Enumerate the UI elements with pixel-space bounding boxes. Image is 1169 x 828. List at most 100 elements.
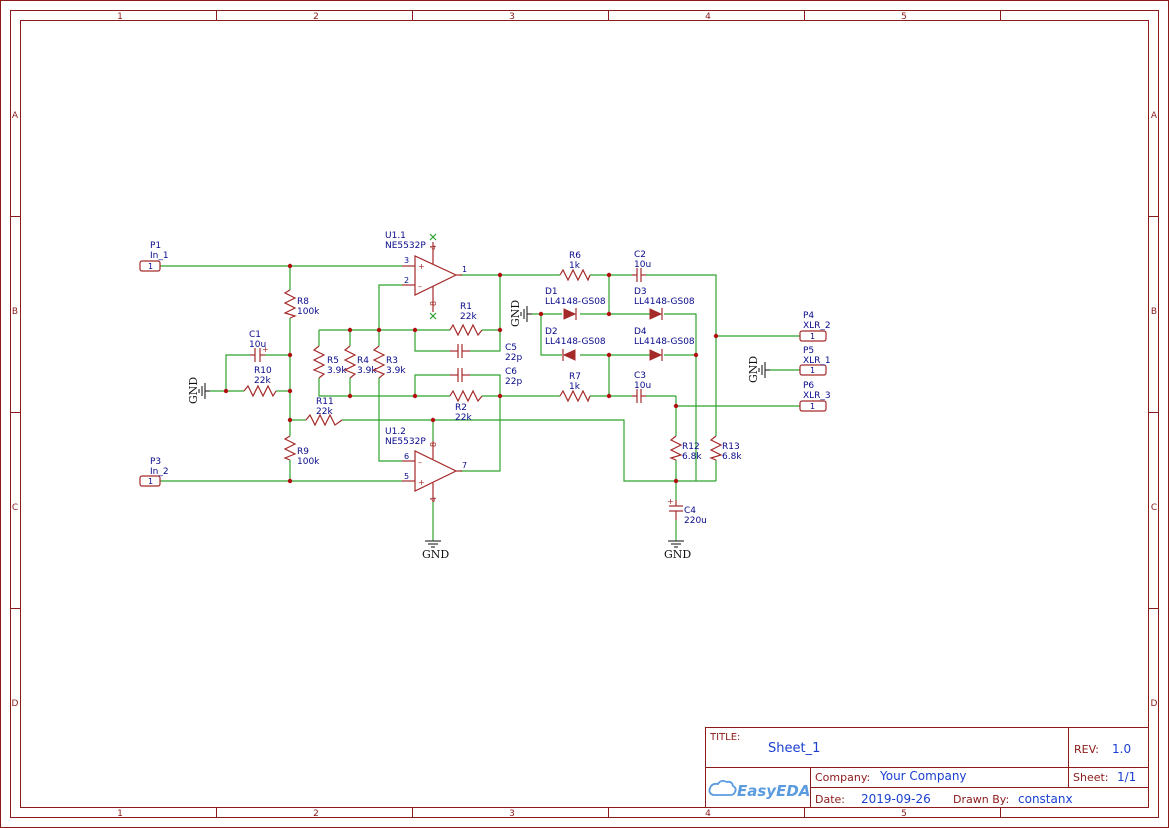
tb-rev-value: 1.0 [1112, 742, 1131, 756]
easyeda-logo-icon [708, 779, 737, 796]
resistor-r5[interactable]: R5 3.9k [312, 345, 347, 379]
tb-title-key: TITLE: [709, 732, 740, 743]
frame-row-c-right: C [1151, 503, 1157, 513]
p6-ref: P6 [803, 381, 814, 391]
opamp-u1-2[interactable]: – + 6 5 7 8 4 U1.2 NE5532P [385, 427, 467, 502]
gnd-label-c4: GND [664, 548, 691, 561]
r6-value: 1k [569, 261, 581, 271]
resistor-r2[interactable]: R2 22k [449, 389, 483, 423]
resistor-r3[interactable]: R3 3.9k [372, 345, 406, 379]
u1-2-pin7: 7 [462, 461, 467, 470]
frame-row-d-right: D [1151, 699, 1158, 709]
resistor-r12[interactable]: R12 6.8k [669, 435, 702, 462]
resistor-r7[interactable]: R7 1k [559, 372, 591, 403]
frame-row-a-right: A [1151, 111, 1158, 121]
u1-2-ref: U1.2 [385, 427, 406, 437]
u1-2-pin8: 8 [429, 442, 438, 447]
frame-col-2-top: 2 [313, 12, 319, 22]
u1-2-value: NE5532P [385, 437, 426, 447]
capacitor-c2[interactable]: C2 10u [632, 250, 651, 282]
c6-ref: C6 [505, 367, 517, 377]
d4-ref: D4 [634, 327, 647, 337]
d3-ref: D3 [634, 287, 647, 297]
resistor-r1[interactable]: R1 22k [449, 302, 483, 337]
r12-value: 6.8k [682, 452, 702, 462]
resistor-r6[interactable]: R6 1k [559, 251, 591, 282]
r3-value: 3.9k [386, 366, 406, 376]
u1-2-plus-sign: + [418, 478, 425, 487]
frame-row-d-left: D [12, 699, 19, 709]
r2-ref: R2 [455, 403, 467, 413]
r3-ref: R3 [386, 356, 398, 366]
gnd-label-u1-2: GND [422, 548, 449, 561]
frame-col-2-bottom: 2 [313, 809, 319, 819]
ground-symbol-xlr1: GND [747, 356, 770, 383]
frame-col-1-top: 1 [117, 12, 123, 22]
easyeda-logo-text: EasyEDA [737, 782, 810, 800]
d2-value: LL4148-GS08 [545, 337, 606, 347]
connector-p1[interactable]: 1 P1 In_1 [139, 241, 169, 272]
p3-ref: P3 [150, 457, 161, 467]
r5-ref: R5 [327, 356, 339, 366]
resistor-r13[interactable]: R13 6.8k [709, 435, 742, 462]
connector-p4[interactable]: 1 P4 XLR_2 [799, 311, 831, 342]
r12-ref: R12 [682, 442, 700, 452]
ground-symbol-left: GND [187, 377, 210, 404]
resistor-r8[interactable]: R8 100k [283, 289, 320, 319]
r7-ref: R7 [569, 372, 581, 382]
capacitor-c6[interactable]: C6 22p [450, 367, 522, 387]
r9-ref: R9 [297, 447, 309, 457]
resistor-r4[interactable]: R4 3.9k [343, 345, 377, 379]
resistor-r11[interactable]: R11 22k [305, 397, 343, 427]
tb-sheet-value: 1/1 [1117, 770, 1136, 784]
capacitor-c5[interactable]: C5 22p [450, 343, 522, 363]
connector-p6[interactable]: 1 P6 XLR_3 [799, 381, 831, 412]
d1-ref: D1 [545, 287, 558, 297]
u1-1-pin4: 4 [429, 245, 438, 250]
u1-2-pin6: 6 [404, 452, 409, 461]
r8-value: 100k [297, 307, 320, 317]
resistor-r10[interactable]: R10 22k [243, 366, 277, 398]
opamp-u1-1[interactable]: + – 3 2 1 4 8 U1.1 NE5532P [385, 231, 467, 320]
r7-value: 1k [569, 382, 581, 392]
capacitor-c1[interactable]: + C1 10u [249, 330, 269, 362]
diode-d3[interactable]: D3 LL4148-GS08 [634, 287, 695, 320]
r4-value: 3.9k [357, 366, 377, 376]
junctions [223, 263, 719, 484]
r4-ref: R4 [357, 356, 369, 366]
tb-company-key: Company: [815, 771, 870, 784]
frame-col-3-bottom: 3 [509, 809, 515, 819]
capacitor-c4[interactable]: + C4 220u [667, 497, 707, 526]
frame-row-c-left: C [12, 503, 18, 513]
capacitor-c3[interactable]: C3 10u [632, 371, 651, 403]
c4-value: 220u [684, 516, 707, 526]
c6-value: 22p [505, 377, 522, 387]
c3-value: 10u [634, 381, 651, 391]
u1-1-value: NE5532P [385, 241, 426, 251]
u1-2-minus-sign: – [418, 458, 422, 467]
frame-row-b-right: B [1151, 307, 1157, 317]
wires [160, 265, 800, 541]
diode-d2[interactable]: D2 LL4148-GS08 [545, 327, 606, 361]
c5-ref: C5 [505, 343, 517, 353]
r8-ref: R8 [297, 297, 309, 307]
frame-col-1-bottom: 1 [117, 809, 123, 819]
r13-ref: R13 [722, 442, 740, 452]
resistor-r9[interactable]: R9 100k [283, 435, 320, 467]
p5-ref: P5 [803, 346, 814, 356]
tb-date-key: Date: [815, 793, 845, 806]
u1-2-pin4: 4 [429, 497, 438, 502]
c2-value: 10u [634, 260, 651, 270]
diode-d1[interactable]: D1 LL4148-GS08 [545, 287, 606, 320]
connector-p5[interactable]: 1 P5 XLR_1 [799, 346, 831, 376]
c2-ref: C2 [634, 250, 646, 260]
connector-p3[interactable]: 1 P3 In_2 [139, 457, 169, 487]
diode-d4[interactable]: D4 LL4148-GS08 [634, 327, 695, 361]
frame-row-a-left: A [12, 111, 19, 121]
tb-drawn-key: Drawn By: [953, 793, 1009, 806]
ground-symbol-c4: GND [664, 540, 691, 561]
frame-row-b-left: B [12, 307, 18, 317]
tb-title-value: Sheet_1 [768, 741, 820, 756]
p5-value: XLR_1 [803, 356, 831, 366]
